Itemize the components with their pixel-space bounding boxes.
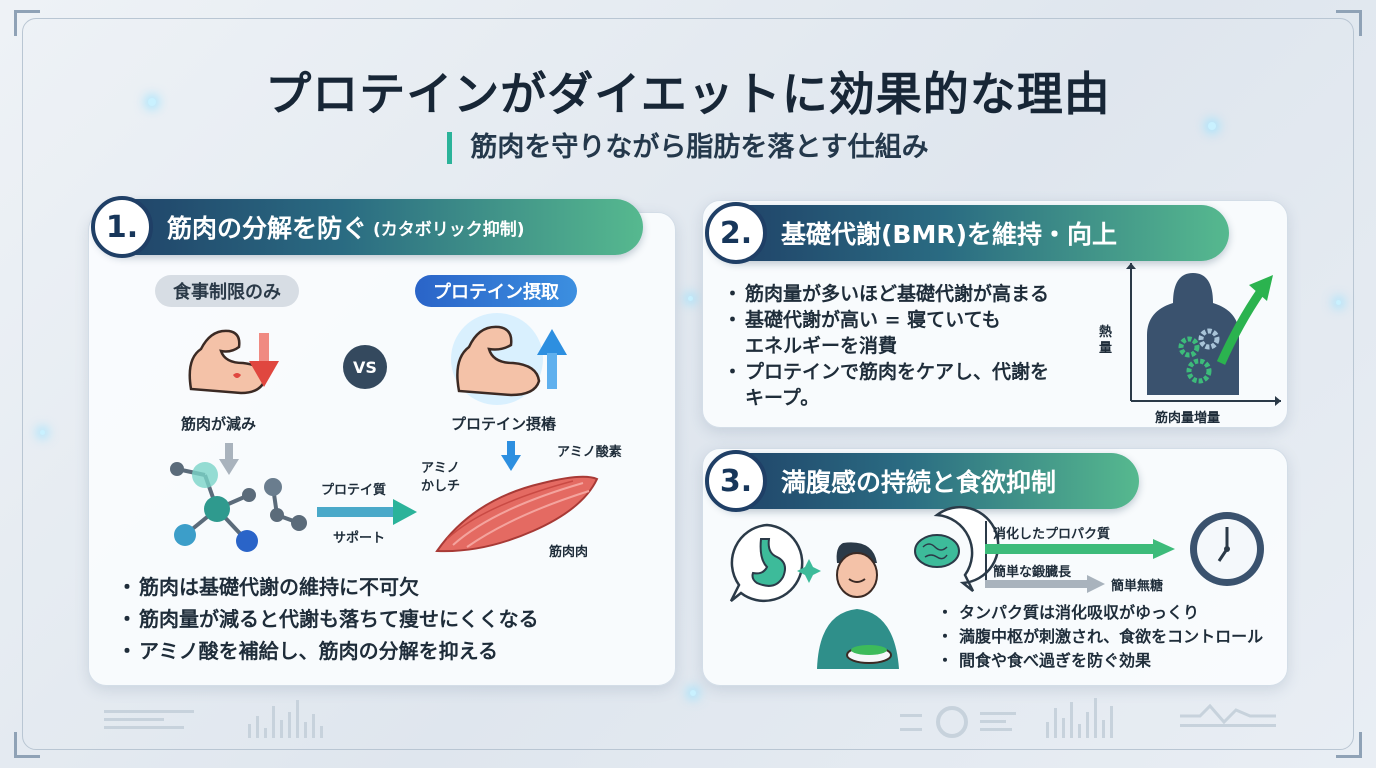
corner-bracket bbox=[14, 732, 40, 758]
section-1-number: 1. bbox=[91, 196, 153, 258]
corner-bracket bbox=[1336, 732, 1362, 758]
section-1-heading-note: (カタボリック抑制) bbox=[373, 219, 525, 240]
page-frame bbox=[22, 18, 1354, 750]
section-3-header: 3. 満腹感の持続と食欲抑制 bbox=[705, 450, 1139, 512]
strong-arm-icon bbox=[451, 313, 543, 405]
section-2-number: 2. bbox=[705, 202, 767, 264]
section-1-bullets: 筋肉は基礎代謝の維持に不可欠 筋肉量が減ると代謝も落ちて痩せにくくなる アミノ酸… bbox=[117, 571, 539, 667]
label-muscle-tissue: 筋肉肉 bbox=[549, 545, 589, 560]
label-amino-1: アミノ bbox=[421, 461, 460, 476]
person-eating-icon bbox=[797, 542, 899, 669]
stomach-icon bbox=[729, 523, 804, 603]
amino-acid-molecule-icon bbox=[170, 462, 307, 552]
section-card-satiety: 3. 満腹感の持続と食欲抑制 消化したプロパク質 簡単な鍛臓長 簡単無糖 bbox=[702, 448, 1288, 686]
corner-bracket bbox=[1336, 10, 1362, 36]
gray-down-arrow-icon bbox=[219, 443, 239, 475]
section-3-heading: 満腹感の持続と食欲抑制 bbox=[781, 468, 1057, 497]
bullet-item: タンパク質は消化吸収がゆっくり bbox=[937, 601, 1263, 625]
page-subtitle: 筋肉を守りながら脂肪を落とす仕組み bbox=[447, 132, 929, 164]
bar-1-label: 消化したプロパク質 bbox=[993, 527, 1111, 542]
bullet-item: プロテインで筋肉をケアし、代謝を キープ。 bbox=[723, 359, 1049, 411]
bar-2-label: 簡単な鍛臓長 bbox=[993, 565, 1072, 580]
bullet-item: 筋肉は基礎代謝の維持に不可欠 bbox=[117, 571, 539, 603]
clock-icon bbox=[1190, 512, 1264, 586]
bullet-item: 基礎代謝が高い = 寝ていても エネルギーを消費 bbox=[723, 307, 1049, 359]
section-2-heading: 基礎代謝(BMR)を維持・向上 bbox=[781, 220, 1118, 249]
section-2-bullets: 筋肉量が多いほど基礎代謝が高まる 基礎代謝が高い = 寝ていても エネルギーを消… bbox=[723, 281, 1049, 411]
label-muscle-decrease: 筋肉が減み bbox=[181, 415, 257, 433]
muscle-fiber-icon bbox=[435, 475, 599, 553]
vs-badge: VS bbox=[343, 345, 387, 389]
bullet-item: 満腹中枢が刺激され、食欲をコントロール bbox=[937, 625, 1263, 649]
brain-icon bbox=[914, 505, 1000, 592]
glow-dot bbox=[40, 430, 45, 435]
arrow-label-protein: プロテイ質 bbox=[321, 483, 387, 498]
section-1-heading: 筋肉の分解を防ぐ bbox=[167, 214, 368, 243]
long-digest-arrow-icon bbox=[985, 539, 1175, 559]
label-amino-2: かしチ bbox=[421, 479, 461, 494]
decorative-wave bbox=[1180, 703, 1276, 727]
glow-dot bbox=[688, 296, 693, 301]
arrow-label-support: サポート bbox=[333, 531, 386, 546]
page-title: プロテインがダイエットに効果的な理由 bbox=[265, 67, 1111, 121]
short-digest-arrow-icon bbox=[985, 575, 1105, 593]
glow-dot bbox=[148, 98, 156, 106]
chart-x-label: 筋肉量増量 bbox=[1155, 411, 1221, 426]
tag-diet-only: 食事制限のみ bbox=[155, 275, 299, 307]
bar-2-end-label: 簡単無糖 bbox=[1111, 579, 1164, 594]
down-arrow-icon bbox=[249, 333, 279, 387]
decorative-bars bbox=[248, 700, 323, 738]
decorative-circle bbox=[900, 706, 1016, 738]
section-1-header: 1. 筋肉の分解を防ぐ (カタボリック抑制) bbox=[91, 196, 643, 258]
tag-protein-intake: プロテイン摂取 bbox=[415, 275, 577, 307]
section-2-header: 2. 基礎代謝(BMR)を維持・向上 bbox=[705, 202, 1229, 264]
up-arrow-icon bbox=[537, 329, 567, 389]
chart-y-label: 熱量 bbox=[1099, 325, 1113, 356]
decorative-lines bbox=[104, 710, 194, 729]
metabolism-chart-icon bbox=[1126, 263, 1281, 406]
section-3-bullets: タンパク質は消化吸収がゆっくり 満腹中枢が刺激され、食欲をコントロール 間食や食… bbox=[937, 601, 1263, 673]
section-card-muscle-breakdown: 1. 筋肉の分解を防ぐ (カタボリック抑制) 食事制限のみ プロテイン摂取 筋肉… bbox=[88, 196, 676, 686]
glow-dot bbox=[1336, 300, 1341, 305]
bullet-item: アミノ酸を補給し、筋肉の分解を抑える bbox=[117, 635, 539, 667]
decorative-bars bbox=[1046, 698, 1113, 738]
blue-down-arrow-icon bbox=[501, 441, 521, 471]
corner-bracket bbox=[14, 10, 40, 36]
bullet-item: 筋肉量が減ると代謝も落ちて痩せにくくなる bbox=[117, 603, 539, 635]
glow-dot bbox=[1208, 122, 1216, 130]
bullet-item: 間食や食べ過ぎを防ぐ効果 bbox=[937, 649, 1263, 673]
label-amino-acid: アミノ酸素 bbox=[557, 445, 622, 460]
glow-dot bbox=[690, 690, 696, 696]
section-3-number: 3. bbox=[705, 450, 767, 512]
section-card-bmr: 2. 基礎代謝(BMR)を維持・向上 筋肉量が多いほど基礎代謝が高まる 基礎代謝… bbox=[702, 200, 1288, 428]
label-protein-intake: プロテイン摂樁 bbox=[451, 415, 557, 433]
bullet-item: 筋肉量が多いほど基礎代謝が高まる bbox=[723, 281, 1049, 307]
support-arrow-icon bbox=[317, 499, 417, 525]
